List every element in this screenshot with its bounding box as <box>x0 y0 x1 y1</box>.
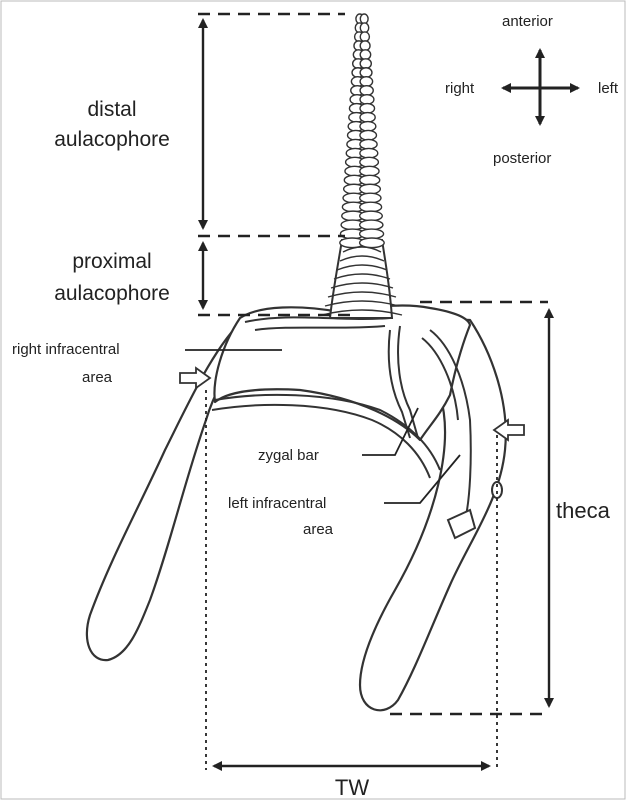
central-body <box>214 305 470 440</box>
tw-label: TW <box>335 775 369 800</box>
distal-plate <box>360 238 385 248</box>
distal-plate <box>360 139 377 149</box>
proximal-aulacophore-shape <box>330 240 392 318</box>
orientation-compass <box>503 50 578 124</box>
distal-plate <box>360 130 377 140</box>
distal-plate <box>360 14 368 24</box>
distal-plate <box>360 68 372 78</box>
distal-plate <box>360 59 371 69</box>
distal-label-line2: aulacophore <box>54 128 170 151</box>
compass-left: left <box>598 80 619 97</box>
right-infracentral-label-line1: right infracentral <box>12 341 120 358</box>
compass-posterior: posterior <box>493 150 551 167</box>
distal-plate <box>360 86 373 96</box>
proximal-label-line2: aulacophore <box>54 282 170 305</box>
distal-plate <box>360 23 368 33</box>
distal-plate <box>360 166 379 176</box>
distal-plate <box>360 184 381 194</box>
distal-label-line1: distal <box>87 98 136 121</box>
compass-right: right <box>445 80 475 97</box>
distal-plate <box>360 220 383 230</box>
distal-plate <box>360 50 370 60</box>
distal-plate <box>360 32 369 42</box>
proximal-label-line1: proximal <box>72 250 151 273</box>
distal-plate <box>360 77 373 87</box>
distal-plate <box>360 202 382 212</box>
left-infracentral-label-line1: left infracentral <box>228 495 326 512</box>
distal-plate <box>360 95 374 105</box>
distal-plate <box>360 211 383 221</box>
distal-plate <box>360 157 379 167</box>
distal-plate <box>360 148 378 158</box>
distal-plate <box>360 122 376 132</box>
distal-plate <box>360 113 375 123</box>
left-infracentral-label-line2: area <box>303 521 334 538</box>
theca-label: theca <box>556 498 611 523</box>
distal-plate <box>360 104 375 114</box>
distal-plate <box>360 41 370 51</box>
distal-plates <box>340 14 384 248</box>
distal-plate <box>360 193 381 203</box>
zygal-bar-label: zygal bar <box>258 447 319 464</box>
right-infracentral-label-line2: area <box>82 369 113 386</box>
distal-plate <box>360 229 384 239</box>
aulacophore <box>322 14 402 318</box>
distal-plate <box>360 175 380 185</box>
compass-anterior: anterior <box>502 13 553 30</box>
